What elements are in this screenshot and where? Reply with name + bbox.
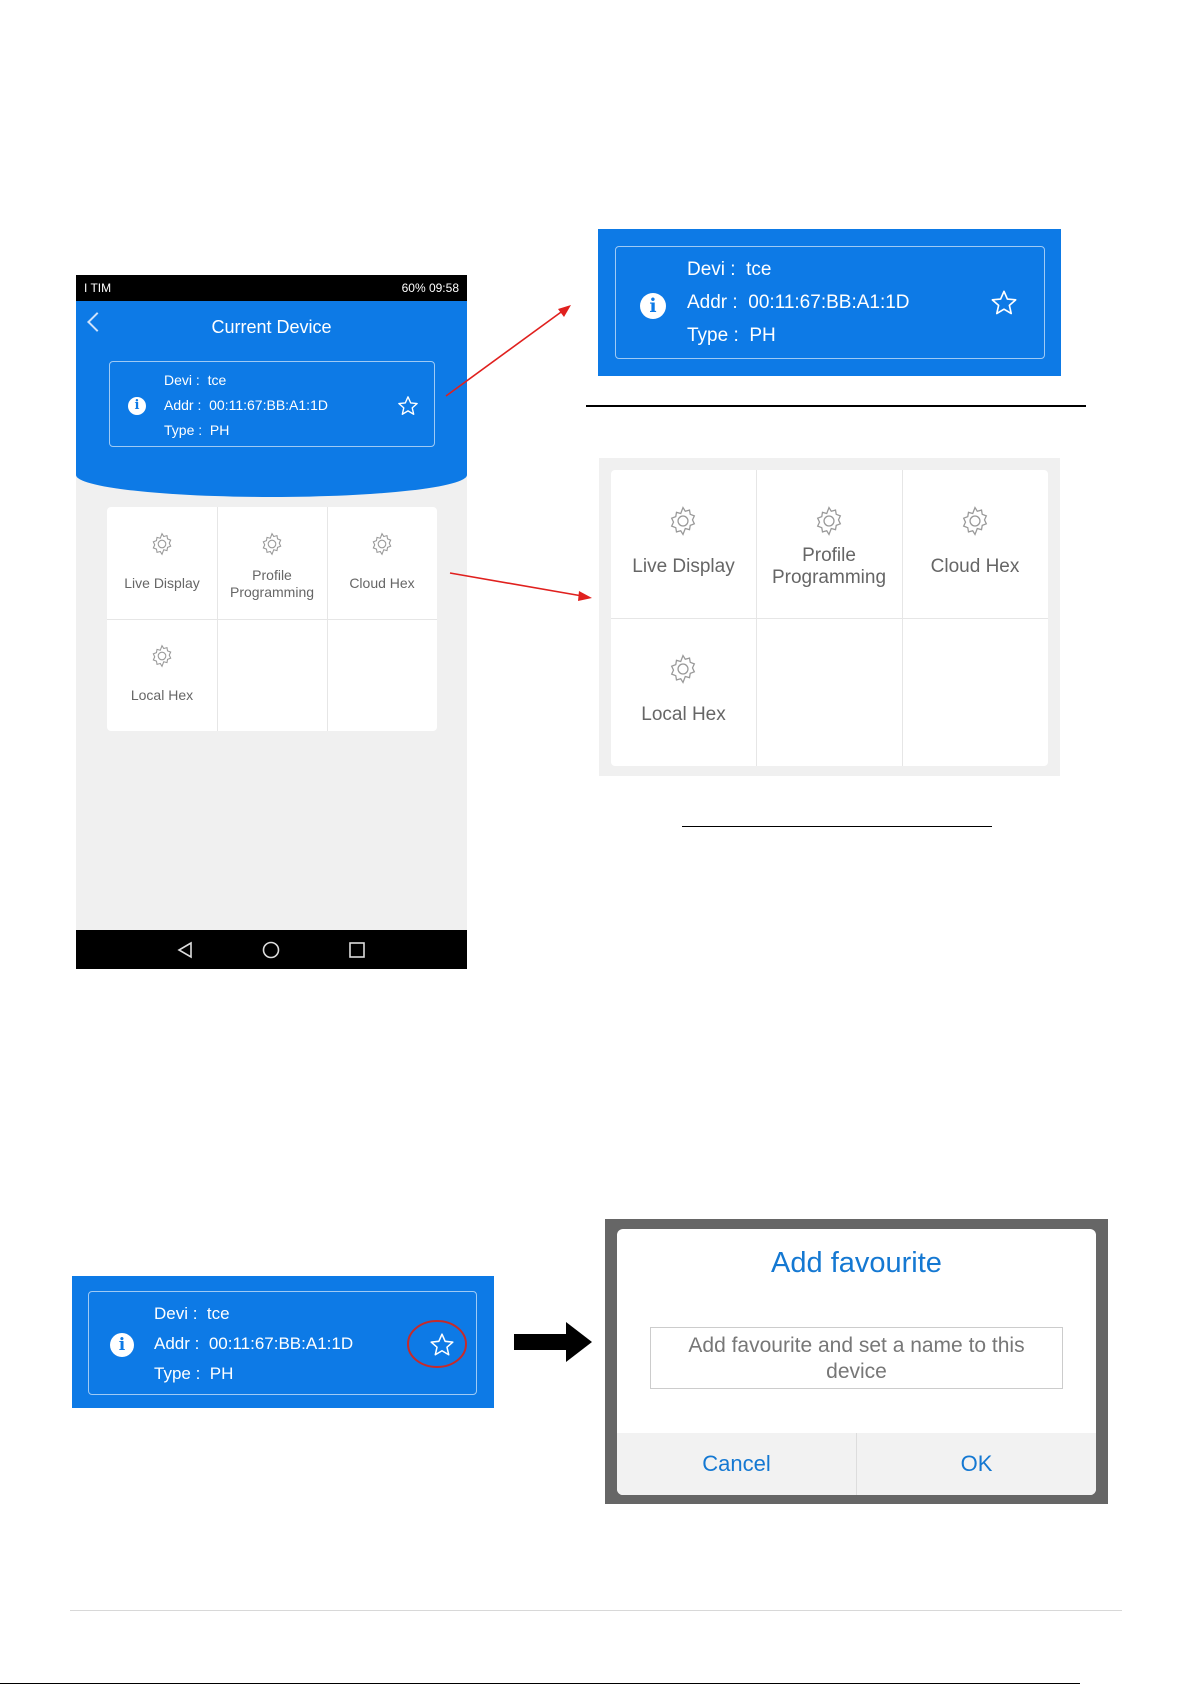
local-hex-button[interactable]: Local Hex [611, 618, 756, 766]
profile-programming-button[interactable]: Profile Programming [756, 470, 902, 618]
gear-icon [262, 532, 282, 556]
devi-row: Devi : tce [687, 259, 772, 281]
gear-icon [670, 506, 696, 536]
gear-icon [152, 644, 172, 668]
addr-value: 00:11:67:BB:A1:1D [208, 1334, 354, 1353]
live-display-label: Live Display [632, 556, 735, 577]
devi-label: Devi : [164, 372, 200, 388]
info-icon: i [640, 293, 666, 319]
highlight-circle [407, 1320, 467, 1368]
ok-button[interactable]: OK [960, 1451, 993, 1476]
divider-line [682, 826, 992, 827]
phone-screenshot: I TIM 60% 09:58 Current Device i Devi : … [76, 275, 467, 969]
type-value: PH [749, 325, 776, 346]
cancel-button[interactable]: Cancel [702, 1451, 771, 1476]
device-header: Current Device i Devi : tce Addr : 00:11… [76, 301, 467, 497]
profile-label-line2: Programming [771, 567, 887, 588]
dialog-message-line1: Add favourite and set a name to this [688, 1334, 1025, 1357]
devi-label: Devi : [687, 259, 736, 280]
info-icon: i [110, 1333, 134, 1357]
devi-value: tce [206, 1304, 230, 1323]
favourite-name-input[interactable]: Add favourite and set a name to this dev… [650, 1327, 1063, 1389]
type-value: PH [209, 1364, 234, 1383]
addr-label: Addr : [687, 292, 738, 313]
cloud-hex-label: Cloud Hex [930, 556, 1020, 577]
addr-row: Addr : 00:11:67:BB:A1:1D [687, 292, 910, 314]
add-favourite-dialog-frame: Add favourite Add favourite and set a na… [605, 1219, 1108, 1504]
profile-programming-button[interactable]: Profile Programming [217, 507, 327, 619]
annotation-arrows [445, 305, 592, 601]
devi-label: Devi : [154, 1304, 198, 1323]
devi-value: tce [746, 259, 772, 280]
arrow-right-icon [514, 1322, 592, 1362]
device-info-card: i Devi : tce Addr : 00:11:67:BB:A1:1D Ty… [109, 361, 435, 447]
type-label: Type : [154, 1364, 201, 1383]
devi-value: tce [207, 372, 227, 388]
bottom-rule [0, 1683, 1080, 1684]
profile-label-line2: Programming [229, 584, 315, 600]
status-right: 60% 09:58 [401, 281, 459, 295]
addr-label: Addr : [164, 397, 202, 413]
type-label: Type : [687, 325, 739, 346]
gear-icon [670, 654, 696, 684]
favourite-star-icon[interactable] [429, 1332, 455, 1358]
addr-value: 00:11:67:BB:A1:1D [748, 292, 910, 313]
dialog-button-bar: Cancel OK [617, 1433, 1096, 1495]
local-hex-label: Local Hex [130, 687, 194, 703]
favourite-star-icon[interactable] [990, 289, 1018, 317]
nav-recents-icon[interactable] [348, 941, 366, 959]
cloud-hex-button[interactable]: Cloud Hex [327, 507, 437, 619]
menu-grid: Live Display Profile Programming Cloud H… [107, 507, 437, 731]
type-row: Type : PH [164, 422, 229, 438]
cloud-hex-label: Cloud Hex [349, 575, 415, 591]
gear-icon [962, 506, 988, 536]
nav-home-icon[interactable] [262, 941, 280, 959]
addr-label: Addr : [154, 1334, 200, 1353]
android-nav-bar [76, 930, 467, 969]
zoomed-device-header: i Devi : tce Addr : 00:11:67:BB:A1:1D Ty… [598, 229, 1061, 376]
addr-value: 00:11:67:BB:A1:1D [209, 397, 328, 413]
profile-programming-label: Profile Programming [217, 567, 327, 601]
divider-line [586, 405, 1086, 407]
devi-row: Devi : tce [154, 1304, 230, 1324]
info-icon: i [128, 397, 146, 415]
addr-row: Addr : 00:11:67:BB:A1:1D [164, 397, 328, 413]
local-hex-label: Local Hex [641, 704, 726, 725]
gear-icon [372, 532, 392, 556]
page-title: Current Device [211, 317, 332, 337]
live-display-label: Live Display [124, 575, 200, 591]
profile-label-line1: Profile [802, 545, 856, 566]
bottom-device-info-card: i Devi : tce Addr : 00:11:67:BB:A1:1D Ty… [88, 1291, 477, 1395]
profile-label-line1: Profile [252, 567, 292, 583]
profile-programming-label: Profile Programming [756, 545, 902, 589]
gear-icon [816, 506, 842, 536]
live-display-button[interactable]: Live Display [611, 470, 756, 618]
local-hex-button[interactable]: Local Hex [107, 619, 217, 731]
type-label: Type : [164, 422, 203, 438]
status-bar: I TIM 60% 09:58 [76, 275, 467, 301]
favourite-star-icon[interactable] [397, 395, 419, 417]
carrier-label: I TIM [84, 281, 112, 295]
type-row: Type : PH [154, 1364, 233, 1384]
footer-rule [70, 1610, 1122, 1611]
dialog-message-line2: device [826, 1360, 887, 1383]
add-favourite-dialog: Add favourite Add favourite and set a na… [617, 1229, 1096, 1495]
devi-row: Devi : tce [164, 372, 226, 388]
cloud-hex-button[interactable]: Cloud Hex [902, 470, 1048, 618]
dialog-title: Add favourite [771, 1247, 942, 1279]
addr-row: Addr : 00:11:67:BB:A1:1D [154, 1334, 353, 1354]
zoomed-menu-grid-frame: Live Display Profile Programming Cloud H… [599, 458, 1060, 776]
zoomed-menu-grid: Live Display Profile Programming Cloud H… [611, 470, 1048, 766]
zoomed-device-info-card: i Devi : tce Addr : 00:11:67:BB:A1:1D Ty… [615, 246, 1045, 359]
type-value: PH [209, 422, 230, 438]
type-row: Type : PH [687, 325, 776, 347]
live-display-button[interactable]: Live Display [107, 507, 217, 619]
gear-icon [152, 532, 172, 556]
nav-back-icon[interactable] [176, 941, 194, 959]
bottom-device-header: i Devi : tce Addr : 00:11:67:BB:A1:1D Ty… [72, 1276, 494, 1408]
